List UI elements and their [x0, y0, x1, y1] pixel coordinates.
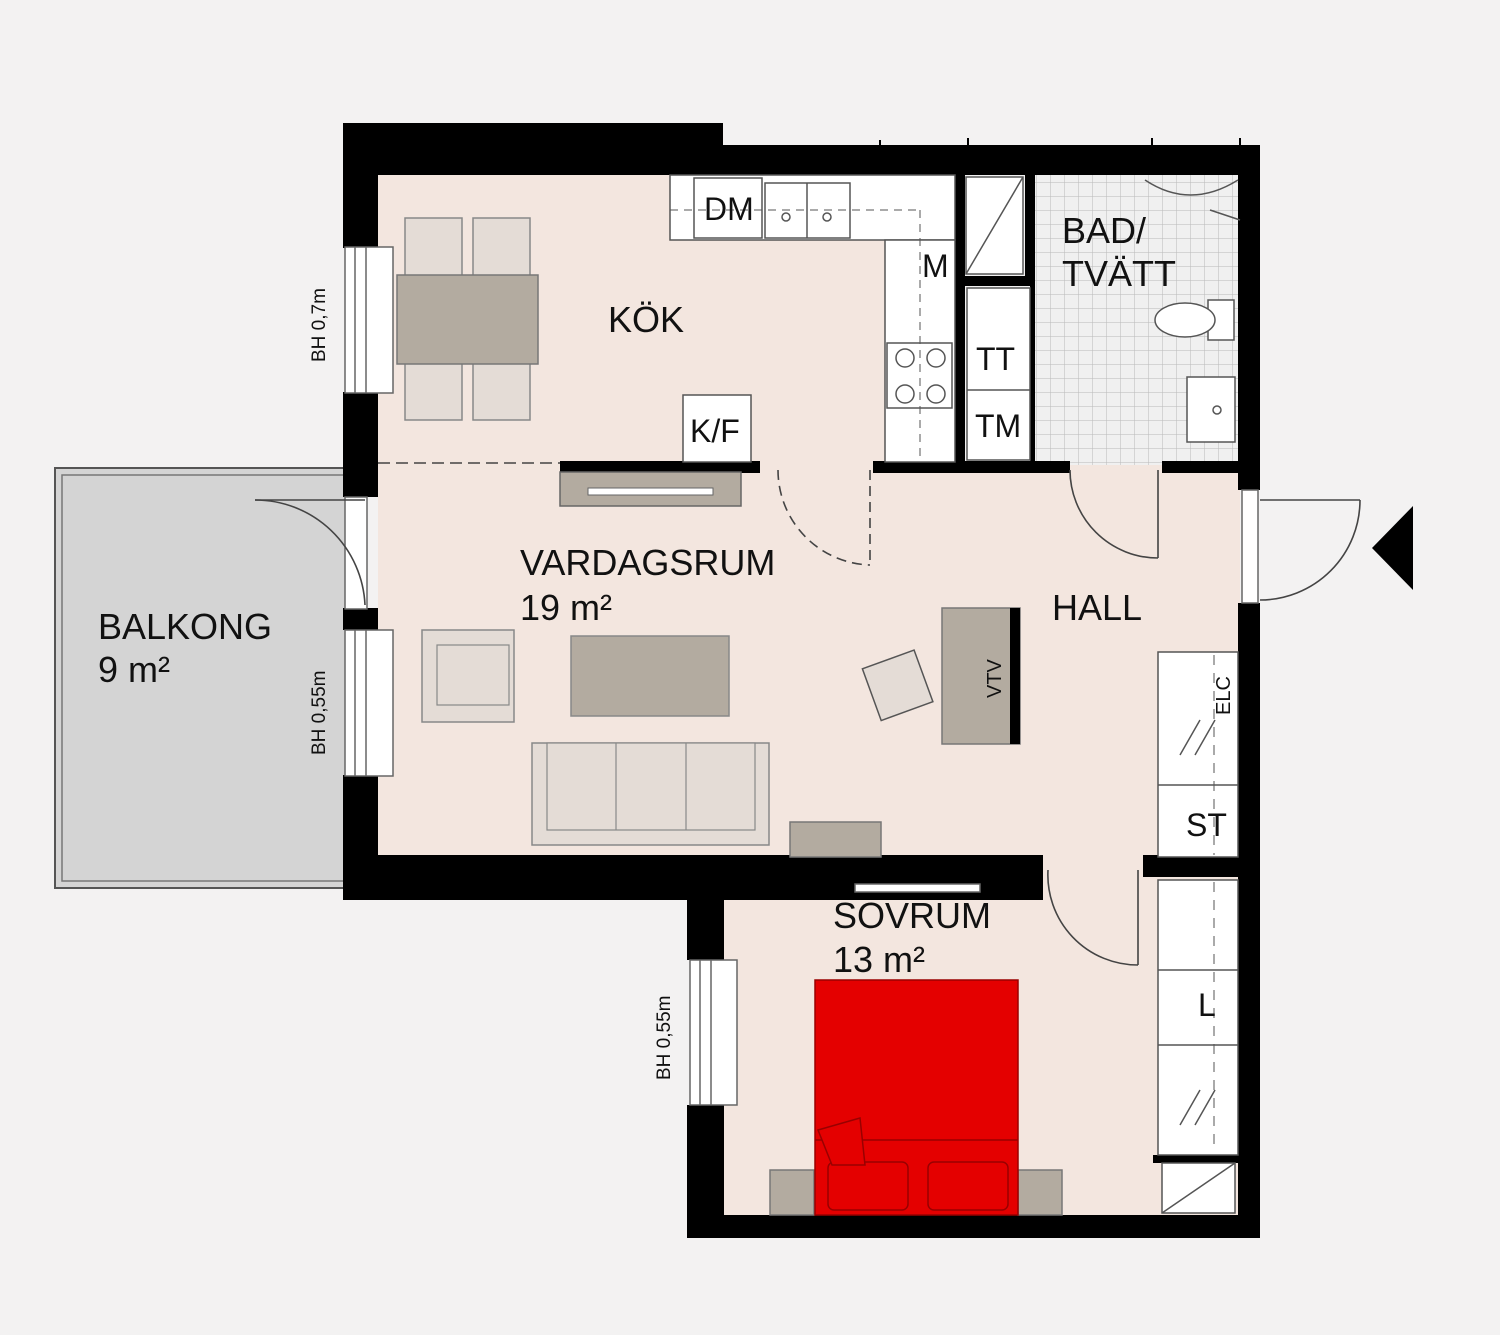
balkong-label: BALKONG — [98, 606, 272, 647]
sovrum-area: 13 m² — [833, 939, 925, 980]
bed — [769, 979, 1063, 1216]
dishwasher-label: DM — [704, 191, 754, 227]
vardagsrum-label: VARDAGSRUM — [520, 542, 775, 583]
bad-label-2: TVÄTT — [1062, 253, 1176, 294]
tv-unit — [941, 607, 1021, 745]
dining-table — [396, 274, 539, 365]
electrical-cabinet-label: ELC — [1213, 676, 1235, 715]
balcony-area — [54, 467, 356, 889]
windows — [344, 246, 1259, 1106]
window-height-sovrum: BH 0,55m — [654, 996, 675, 1080]
entrance-arrow-icon — [1372, 506, 1413, 590]
doors — [254, 462, 1361, 966]
fridge-freezer-label: K/F — [690, 413, 740, 449]
dining-set — [396, 217, 539, 421]
bad-label-1: BAD/ — [1062, 210, 1146, 251]
kok-label: KÖK — [608, 299, 684, 340]
coffee-table — [570, 635, 730, 717]
bench — [789, 821, 882, 858]
microwave-label: M — [922, 248, 949, 284]
wall-ticks — [879, 138, 1241, 147]
closets — [1157, 651, 1239, 1214]
nightstand-left — [769, 1169, 815, 1216]
pillow-right — [927, 1161, 1009, 1211]
sovrum-label: SOVRUM — [833, 895, 991, 936]
pillow-left — [827, 1161, 909, 1211]
bathroom-fixtures — [1144, 179, 1241, 443]
washer-label: TM — [975, 408, 1021, 444]
kitchen-counters — [669, 174, 956, 463]
linen-closet-label: L — [1198, 987, 1216, 1023]
vardagsrum-area: 19 m² — [520, 587, 612, 628]
hall-label: HALL — [1052, 587, 1142, 628]
nightstand-right — [1017, 1169, 1063, 1216]
water-heater-label: VTV — [984, 658, 1006, 698]
window-height-kok: BH 0,7m — [309, 288, 330, 362]
balkong-area: 9 m² — [98, 649, 170, 690]
window-height-vardagsrum: BH 0,55m — [309, 671, 330, 755]
storage-box — [965, 176, 1031, 461]
storage-label: ST — [1186, 807, 1227, 843]
side-chair — [861, 649, 934, 722]
living-furniture — [421, 607, 1021, 858]
walls — [343, 123, 1260, 1238]
dryer-label: TT — [976, 341, 1015, 377]
